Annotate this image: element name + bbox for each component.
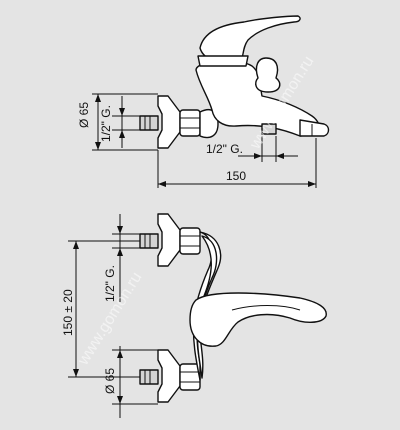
- dim-thread-label: 1/2" G.: [99, 105, 113, 142]
- dim-outer-diameter-label: Ø 65: [77, 102, 91, 128]
- top-view-faucet: [139, 213, 327, 403]
- connector-pipe: [199, 108, 219, 139]
- dim-top-thread-label: 1/2" G.: [103, 265, 117, 302]
- hex-nut: [179, 109, 201, 137]
- upper-wall-flange: [157, 213, 181, 267]
- top-view-dimensions: [68, 214, 158, 418]
- diverter-knob: [255, 57, 281, 93]
- lower-eccentric-thread: [139, 369, 159, 385]
- upper-hex-nut: [179, 227, 201, 255]
- top-lever-contour: [231, 305, 301, 311]
- side-view-faucet: [139, 15, 330, 149]
- dim-center-distance-label: 150 ± 20: [61, 289, 75, 336]
- dim-top-outer-diameter-label: Ø 65: [103, 368, 117, 394]
- wall-flange: [157, 95, 181, 149]
- spout-outlet: [299, 119, 330, 137]
- upper-eccentric-thread: [139, 233, 159, 249]
- dim-length-label: 150: [226, 169, 246, 183]
- lower-wall-flange: [157, 349, 181, 403]
- cartridge-cap: [197, 55, 249, 67]
- eccentric-thread: [139, 115, 159, 131]
- dim-outlet-thread-label: 1/2" G.: [206, 142, 243, 156]
- side-view-dimensions: [92, 93, 317, 188]
- shower-outlet-thread: [261, 123, 277, 135]
- top-lever-paddle: [189, 292, 327, 347]
- top-body-shell: [196, 235, 218, 379]
